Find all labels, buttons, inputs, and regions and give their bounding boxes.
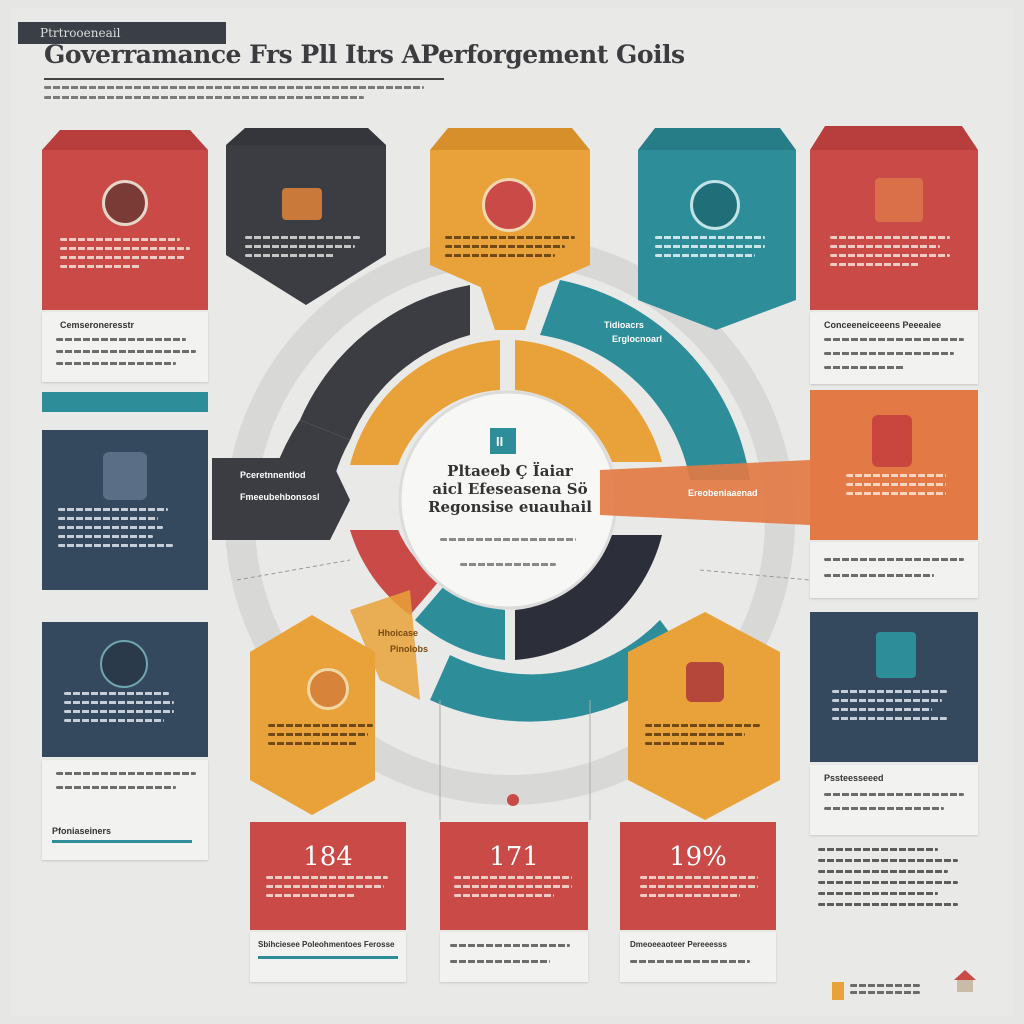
outer-arc-teal-bottom	[430, 620, 690, 722]
card-top-4-text	[655, 236, 765, 257]
left-arrow-banner	[212, 458, 350, 540]
card-right-3-text	[832, 690, 947, 720]
card-left-3-text	[64, 692, 174, 722]
segment-orange-left	[350, 340, 500, 465]
hex-lower-left	[250, 615, 375, 815]
hex-lower-right	[628, 612, 780, 820]
center-subtext	[440, 538, 576, 566]
page-title: Goverramance Frs Pll Itrs APerforgement …	[44, 40, 685, 69]
stat-1-text	[266, 876, 388, 897]
panel-heading: Pfoniaseiners	[52, 826, 112, 836]
header-tag: Ptrtrooeneail	[18, 22, 226, 44]
badge-icon	[686, 662, 724, 702]
center-title-line-1: Pltaeeb Ç Ïaiar	[447, 462, 573, 480]
segment-red	[350, 530, 440, 615]
card-top-3-text	[445, 236, 575, 257]
info-panel-bottom-3: Dmeoeeaoteer Pereeesss	[620, 932, 776, 982]
hex-right-text	[645, 724, 760, 745]
left-banner-label-2: Fmeeubehbonsosl	[240, 492, 320, 502]
info-panel-bottom-2	[440, 932, 588, 982]
title-rule	[44, 78, 444, 80]
right-arrow-banner	[600, 460, 830, 525]
card-top-1	[42, 150, 208, 310]
footer-building-icon	[950, 966, 980, 996]
panel-heading: Sbihciesee Poleohmentoes Ferosse	[258, 940, 395, 949]
center-title-line-2: aicl Efeseasena Sö	[432, 480, 588, 498]
eye-icon	[690, 180, 740, 230]
card-left-2-text	[58, 508, 173, 547]
segment-dark	[515, 535, 662, 660]
ribbon-label-2: Pinolobs	[390, 644, 428, 654]
card-right-2-text	[846, 474, 946, 495]
card-top-5	[810, 150, 978, 310]
subtitle-line-2	[44, 96, 364, 99]
teal-arc-label-1: Tidioacrs	[604, 320, 644, 330]
card-top-1-text	[60, 238, 190, 268]
tablet-icon	[876, 632, 916, 678]
outer-arc-charcoal	[300, 285, 470, 440]
panel-heading: Dmeoeeaoteer Pereeesss	[630, 940, 727, 949]
subtitle-line-1	[44, 86, 424, 89]
card-top-4	[638, 150, 796, 330]
center-title-line-3: Regonsise euauhail	[428, 498, 592, 516]
center-icon-bg	[490, 428, 516, 454]
building-icon	[875, 178, 923, 222]
ribbon-label-1: Hhoicase	[378, 628, 419, 638]
info-panel-left-2: Pfoniaseiners	[42, 760, 208, 860]
award-icon	[872, 415, 912, 467]
info-panel-right-2	[810, 542, 978, 598]
outer-arc-teal	[540, 280, 750, 480]
stat-3-text	[640, 876, 758, 897]
lock-icon	[282, 188, 322, 220]
target-icon	[307, 668, 349, 710]
card-top-2	[226, 145, 386, 305]
top-stem	[480, 285, 540, 330]
stat-value-2: 171	[489, 842, 539, 872]
footer-logo-text	[850, 984, 920, 994]
info-panel-left-1: Cemseroneresstr	[42, 312, 208, 382]
panel-heading: Conceeneiceeens Peeeaiee	[824, 320, 942, 330]
document-shield-icon	[103, 452, 147, 500]
right-bullet-list	[818, 848, 958, 906]
card-left-2-cap	[42, 392, 208, 412]
panel-heading: Pssteesseeed	[824, 773, 884, 783]
hex-left-text	[268, 724, 373, 745]
footer-logo-mark	[832, 982, 844, 1000]
stat-value-3: 19%	[669, 842, 727, 872]
left-banner-label-1: Pceretnnentlod	[240, 470, 306, 480]
panel-heading: Cemseroneresstr	[60, 320, 135, 330]
center-icon: II	[496, 434, 504, 449]
globe-icon	[482, 178, 536, 232]
shield-icon	[102, 180, 148, 226]
info-panel-bottom-1: Sbihciesee Poleohmentoes Ferosse	[250, 932, 406, 982]
info-panel-right-1: Conceeneiceeens Peeeaiee	[810, 312, 978, 384]
segment-orange-right	[515, 340, 662, 462]
right-banner-label: Ereobeniaaenad	[688, 488, 758, 498]
teal-arc-label-2: Erglocnoarl	[612, 334, 663, 344]
stat-2-text	[454, 876, 572, 897]
center-title: Pltaeeb Ç Ïaiar aicl Efeseasena Sö Regon…	[420, 462, 600, 516]
card-top-2-text	[245, 236, 360, 257]
info-panel-right-3: Pssteesseeed	[810, 765, 978, 835]
lower-ribbon	[350, 590, 420, 700]
segment-teal	[415, 585, 505, 660]
stat-value-1: 184	[303, 842, 353, 872]
network-icon	[100, 640, 148, 688]
card-top-5-text	[830, 236, 950, 266]
